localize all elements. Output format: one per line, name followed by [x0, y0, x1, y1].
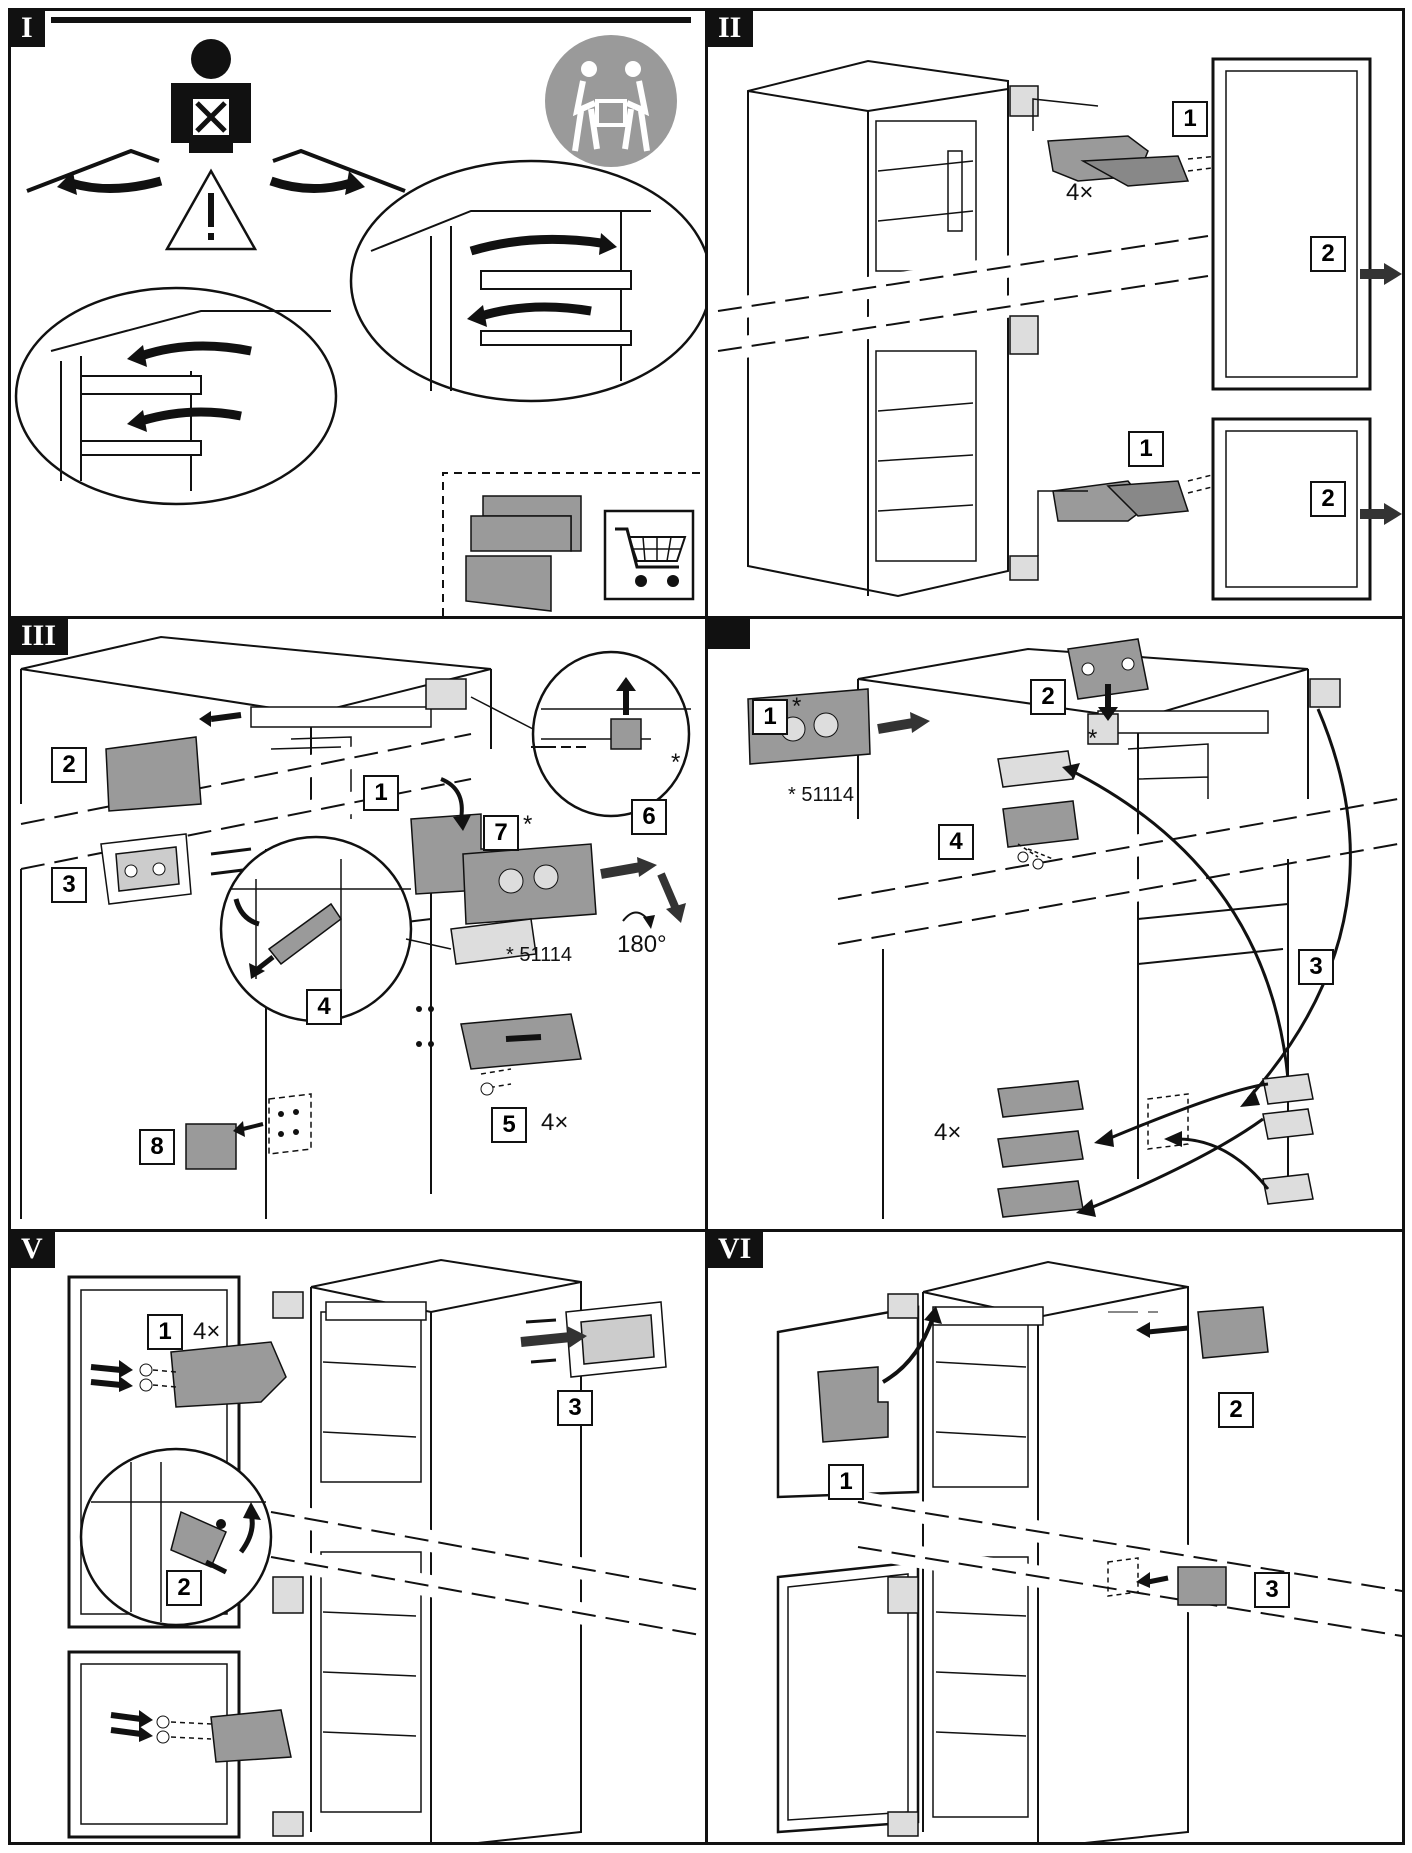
panel-i-tag: I [11, 11, 45, 47]
panel-iv-star-1: * [792, 693, 802, 720]
panel-iv-quantity: 4× [934, 1119, 962, 1146]
panel-iii-rotation: 180° [617, 931, 667, 958]
panel-iv-step-1: 1 [752, 699, 788, 735]
panel-ii-quantity: 4× [1066, 179, 1094, 206]
panel-vi-tag: VI [708, 1232, 764, 1268]
panel-i-drawing [14, 17, 705, 616]
panel-iv-step-3: 3 [1298, 949, 1334, 985]
two-person-lift-icon [545, 35, 677, 167]
technician-icon [171, 39, 251, 153]
panel-iii-step-7: 7 [483, 815, 519, 851]
warning-icon [164, 168, 258, 251]
shopping-cart-icon [603, 509, 695, 601]
panel-vi: VI [705, 1229, 1405, 1845]
panel-iii-drawing [18, 635, 691, 1219]
panel-i: I [8, 8, 708, 619]
panel-ii-tag: II [708, 11, 754, 47]
panel-v-step-2: 2 [166, 1570, 202, 1606]
panel-vi-step-2: 2 [1218, 1392, 1254, 1428]
panel-v: V [8, 1229, 708, 1845]
panel-v-tag: V [11, 1232, 55, 1268]
panel-iii-step-4: 4 [306, 989, 342, 1025]
panel-vi-step-1: 1 [828, 1464, 864, 1500]
panel-vi-step-3: 3 [1254, 1572, 1290, 1608]
panel-iv-step-2: 2 [1030, 679, 1066, 715]
panel-iii-quantity: 4× [541, 1109, 569, 1136]
panel-iii-tag: III [11, 619, 69, 655]
panel-iv: 1 * * 51114 2 * 4 3 4× [705, 616, 1405, 1232]
panel-iv-star-2: * [1088, 725, 1098, 752]
panel-iii-step-2: 2 [51, 747, 87, 783]
panel-iii-step-5: 5 [491, 1107, 527, 1143]
panel-ii-drawing [716, 57, 1402, 601]
panel-iii: III [8, 616, 708, 1232]
panel-iv-drawing [747, 638, 1400, 1219]
panel-ii-step-1-bottom: 1 [1128, 431, 1164, 467]
panel-iii-step-8: 8 [139, 1129, 175, 1165]
panel-v-step-3: 3 [557, 1390, 593, 1426]
panel-iii-step-3: 3 [51, 867, 87, 903]
panel-iv-part-number: * 51114 [788, 784, 854, 806]
panel-vi-drawing [776, 1260, 1402, 1842]
panel-iv-tag [708, 619, 750, 649]
panel-v-quantity: 4× [193, 1318, 221, 1345]
panel-iii-star-7: * [523, 811, 533, 838]
panel-v-step-1: 1 [147, 1314, 183, 1350]
panel-ii-step-2-top: 2 [1310, 236, 1346, 272]
panel-ii-step-2-bottom: 2 [1310, 481, 1346, 517]
panel-iii-step-1: 1 [363, 775, 399, 811]
panel-iii-step-6: 6 [631, 799, 667, 835]
panel-v-drawing [67, 1258, 705, 1842]
panel-ii: II [705, 8, 1405, 619]
panel-iv-step-4: 4 [938, 824, 974, 860]
panel-iii-part-number: * 51114 [506, 944, 572, 966]
panel-iii-star-6: * [671, 749, 681, 776]
panel-ii-step-1-top: 1 [1172, 101, 1208, 137]
